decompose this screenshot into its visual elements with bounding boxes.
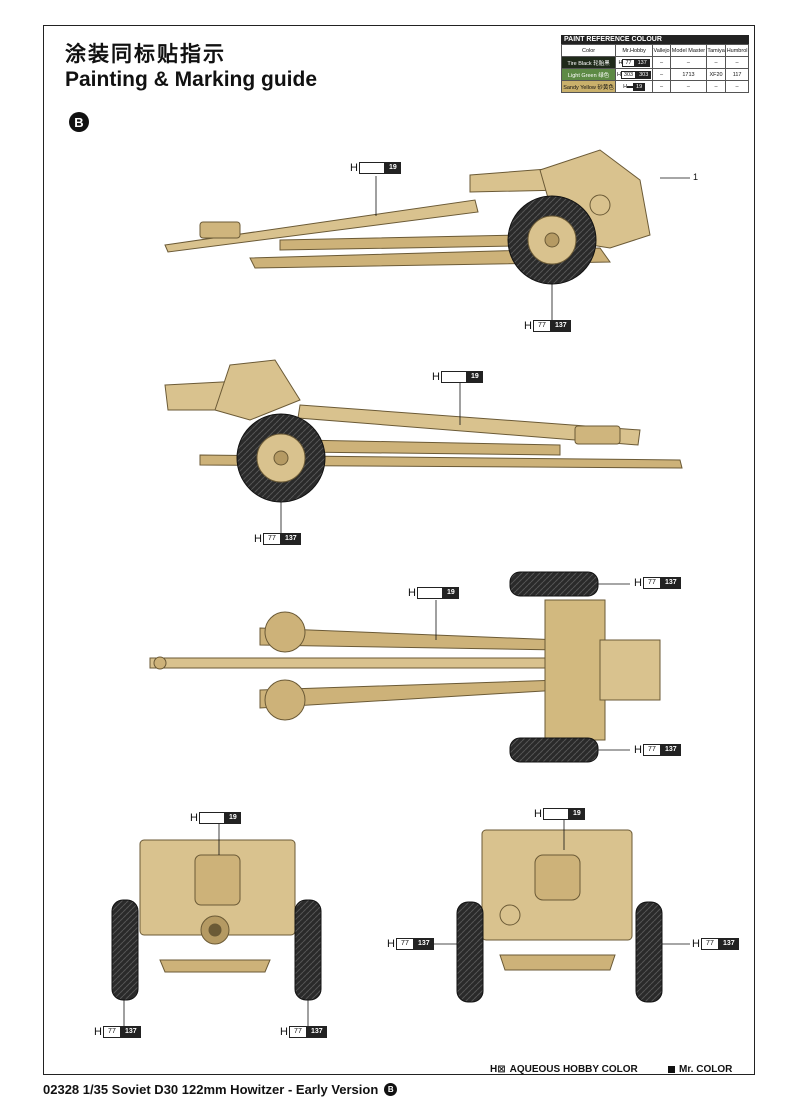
rear-view [456, 829, 663, 1003]
title-chinese: 涂装同标贴指示 [65, 42, 226, 66]
side-view-right [164, 359, 683, 503]
aqueous-label: AQUEOUS HOBBY COLOR [509, 1064, 638, 1075]
title-english: Painting & Marking guide [65, 68, 318, 91]
variant-badge: B [69, 112, 89, 132]
vallejo-code: – [652, 80, 671, 93]
top-view [149, 571, 661, 763]
legend-mr-color: Mr. COLOR [668, 1064, 732, 1075]
footer-text: 02328 1/35 Soviet D30 122mm Howitzer - E… [43, 1082, 379, 1097]
page-frame [43, 25, 755, 1075]
mr-color-square-icon [668, 1066, 675, 1073]
footer-caption: 02328 1/35 Soviet D30 122mm Howitzer - E… [43, 1082, 398, 1097]
paint-reference-heading: PAINT REFERENCE COLOUR [561, 35, 749, 44]
tamiya-code: – [705, 80, 727, 93]
tamiya-code: XF20 [705, 68, 727, 81]
legend-aqueous: H⊠ AQUEOUS HOBBY COLOR [490, 1064, 638, 1075]
humbrol-code: – [725, 80, 749, 93]
aqueous-marker: H⊠ [490, 1064, 506, 1075]
paint-reference-table: Color Mr.Hobby Vallejo Model Master Tami… [560, 44, 749, 93]
part-number-label: 1 [693, 172, 699, 182]
footer-variant-badge: B [384, 1083, 398, 1096]
color-swatch: Light Green 绿色 [560, 68, 617, 81]
mr-color-label: Mr. COLOR [679, 1064, 733, 1075]
color-swatch: Tire Black 轮胎黑 [560, 56, 617, 69]
side-view-left [164, 149, 651, 285]
color-swatch: Sandy Yellow 砂黄色 [560, 80, 617, 93]
front-view [111, 839, 322, 1001]
